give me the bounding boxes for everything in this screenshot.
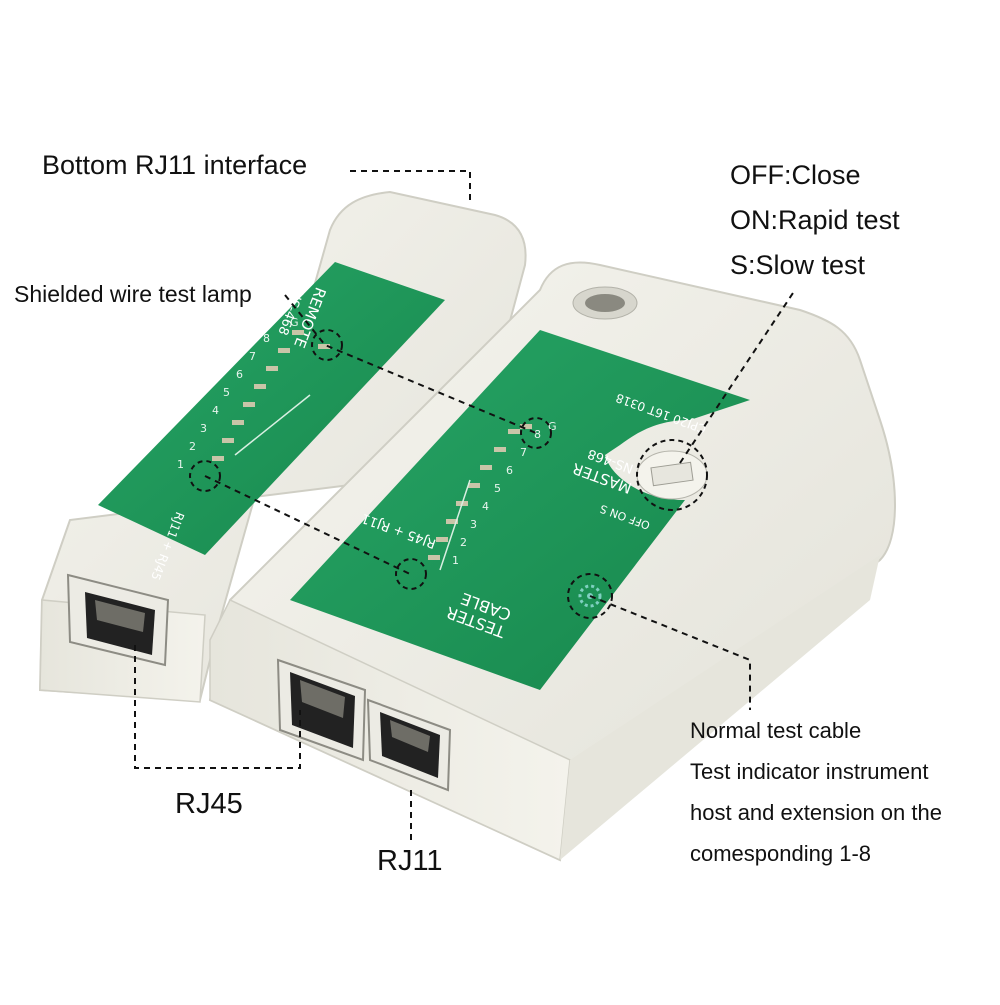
master-led-num-8: 8 [534, 428, 541, 441]
remote-green-panel [98, 262, 445, 555]
circle-master-led-1 [395, 558, 427, 590]
remote-led-numbers: 1 2 3 4 5 6 7 8 G [177, 316, 299, 471]
remote-led-num-4: 4 [212, 404, 219, 417]
master-led-8 [508, 429, 520, 434]
remote-led-num-2: 2 [189, 440, 196, 453]
remote-led-2 [222, 438, 234, 443]
remote-led-7 [278, 348, 290, 353]
switch-legend-s: S:Slow test [730, 250, 866, 280]
circle-master-g-led [520, 417, 552, 449]
remote-led-1 [212, 456, 224, 461]
normal-test-line-1: Normal test cable [690, 718, 862, 743]
circle-indicator [567, 573, 613, 619]
normal-test-description: Normal test cable Test indicator instrum… [690, 710, 942, 874]
power-switch[interactable] [636, 450, 708, 500]
normal-test-line-3: host and extension on the [690, 800, 942, 825]
remote-led-num-g: G [290, 316, 299, 329]
master-led-num-4: 4 [482, 500, 489, 513]
remote-unit: REMOTE NS-468 RJ11 + RJ45 1 2 3 4 5 6 7 … [38, 190, 527, 703]
remote-led-column [212, 330, 330, 461]
label-rj45: RJ45 [175, 788, 243, 820]
master-led-numbers: 1 2 3 4 5 6 7 8 G [452, 420, 557, 567]
callout-line-normal-b [589, 595, 751, 710]
label-bottom-rj11: Bottom RJ11 interface [42, 150, 308, 180]
remote-led-5 [254, 384, 266, 389]
label-shielded-lamp: Shielded wire test lamp [14, 281, 252, 307]
switch-legend-off: OFF:Close [730, 160, 861, 190]
remote-led-g [318, 344, 330, 349]
master-green-panel [290, 330, 750, 690]
remote-led-num-3: 3 [200, 422, 207, 435]
remote-led-3 [232, 420, 244, 425]
master-led-num-5: 5 [494, 482, 501, 495]
master-led-num-2: 2 [460, 536, 467, 549]
remote-led-8 [292, 330, 304, 335]
master-led-7 [494, 447, 506, 452]
circle-remote-g-led [311, 329, 343, 361]
master-led-num-6: 6 [506, 464, 513, 477]
circle-remote-led-1 [189, 460, 221, 492]
label-rj11: RJ11 [377, 845, 443, 877]
switch-legend: OFF:Close ON:Rapid test S:Slow test [730, 153, 900, 288]
switch-legend-on: ON:Rapid test [730, 205, 900, 235]
master-led-num-7: 7 [520, 446, 527, 459]
normal-test-line-4: comesponding 1-8 [690, 841, 872, 866]
remote-led-num-8: 8 [263, 332, 270, 345]
remote-led-6 [266, 366, 278, 371]
master-led-1 [428, 555, 440, 560]
remote-led-num-1: 1 [177, 458, 184, 471]
remote-led-num-6: 6 [236, 368, 243, 381]
callout-line-normal-a [204, 475, 411, 575]
master-rj11-port [366, 698, 452, 792]
master-led-6 [480, 465, 492, 470]
remote-led-4 [243, 402, 255, 407]
callout-line-switch [679, 289, 796, 464]
remote-rj45-port [66, 573, 170, 667]
remote-led-num-7: 7 [249, 350, 256, 363]
remote-led-num-5: 5 [223, 386, 230, 399]
master-unit: MASTER NS-468 CPJ20 16T 0318 RJ45 + RJ11… [208, 261, 896, 862]
master-led-g [520, 424, 532, 429]
callout-circles [189, 329, 708, 619]
master-led-3 [446, 519, 458, 524]
master-led-5 [468, 483, 480, 488]
master-led-2 [436, 537, 448, 542]
master-led-num-g: G [548, 420, 557, 433]
callout-lines [134, 170, 796, 840]
master-led-num-1: 1 [452, 554, 459, 567]
normal-test-line-2: Test indicator instrument [690, 759, 929, 784]
master-led-num-3: 3 [470, 518, 477, 531]
circle-switch [636, 439, 708, 511]
